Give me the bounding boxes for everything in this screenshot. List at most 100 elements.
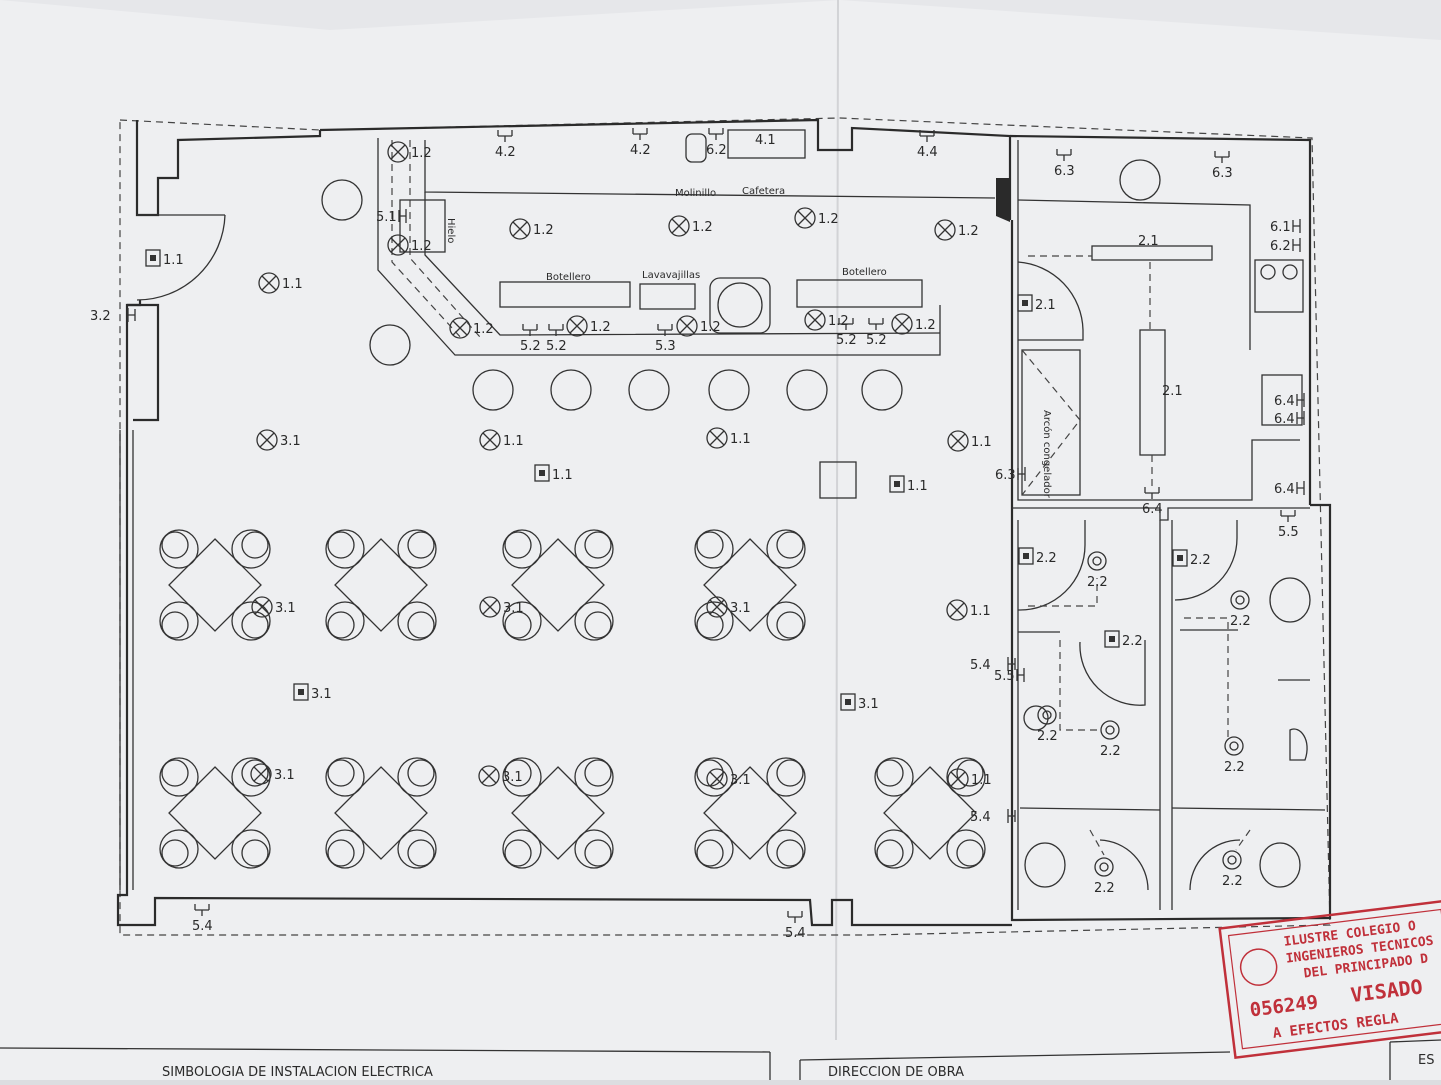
chair-seat	[696, 839, 724, 867]
emergency-light-icon	[1104, 630, 1120, 648]
lamp-icon	[706, 427, 728, 449]
legend-right-title: DIRECCION DE OBRA	[828, 1065, 964, 1080]
chair-seat	[696, 531, 724, 559]
stamp-seal-icon	[1239, 948, 1278, 986]
socket-icon	[632, 128, 648, 140]
lamp-icon	[706, 768, 728, 790]
symbol-label: 3.1	[311, 687, 332, 702]
symbol-label: 6.4	[1274, 394, 1295, 409]
lamp-cross	[569, 318, 585, 334]
botellero-label-2: Botellero	[842, 267, 887, 278]
chair	[766, 829, 806, 869]
chair	[397, 529, 437, 569]
symbol-label: 5.1	[376, 210, 397, 225]
lamp-icon	[566, 315, 588, 337]
emergency-light-icon	[293, 683, 309, 701]
table	[703, 538, 797, 632]
lamp-cross	[950, 771, 966, 787]
symbol-box: 2.1	[1017, 294, 1056, 313]
symbol-outlet: 4.4	[917, 130, 938, 160]
lamp-cross	[253, 766, 269, 782]
emergency-light-core	[298, 689, 304, 695]
chair-seat	[504, 839, 532, 867]
symbol-label: 1.2	[700, 320, 721, 335]
chair	[159, 601, 199, 641]
hielo-label: Hielo	[445, 218, 456, 243]
symbol-outlet: 5.5	[1278, 510, 1299, 540]
symbol-lamp: 1.1	[706, 427, 751, 449]
chair-seat	[241, 531, 269, 559]
socket-icon	[787, 911, 803, 923]
chair	[766, 601, 806, 641]
chair-seat	[161, 611, 189, 639]
chair-seat	[327, 759, 355, 787]
socket-icon	[1296, 411, 1305, 425]
symbol-lamp: 1.2	[934, 219, 979, 241]
symbol-label: 2.1	[1035, 298, 1056, 313]
chair	[874, 829, 914, 869]
lamp-icon	[706, 596, 728, 618]
symbol-label: 1.2	[473, 322, 494, 337]
stamp-inner-frame	[1227, 908, 1441, 1050]
chair	[231, 829, 271, 869]
table	[334, 766, 428, 860]
downlight-icon	[1224, 736, 1244, 756]
table-set	[325, 529, 437, 641]
table-set	[874, 757, 986, 869]
chair-seat	[241, 759, 269, 787]
symbol-label: 1.2	[818, 212, 839, 227]
emergency-light-icon	[889, 475, 905, 493]
symbol-label: 2.2	[1224, 760, 1245, 775]
symbol-label: 1.2	[533, 223, 554, 238]
equipment-label: 2.1	[1162, 384, 1183, 399]
circuit-runs	[1028, 255, 1251, 856]
chair-seat	[584, 611, 612, 639]
chair-seat	[776, 759, 804, 787]
emergency-light-core	[894, 481, 900, 487]
chair	[574, 829, 614, 869]
emergency-light-core	[1022, 300, 1028, 306]
lamp-cross	[709, 771, 725, 787]
arcon-label: Arcón congelador	[1041, 410, 1053, 499]
emergency-light-icon	[534, 464, 550, 482]
lamp-icon	[804, 309, 826, 331]
symbol-lamp: 3.1	[251, 596, 296, 618]
chair-seat	[327, 531, 355, 559]
chair-seat	[407, 611, 435, 639]
chair	[694, 601, 734, 641]
downlight-icon	[1094, 857, 1114, 877]
socket-icon	[1296, 481, 1305, 495]
symbol-lamp: 3.1	[706, 596, 751, 618]
chair-seat	[161, 759, 189, 787]
symbol-label: 1.1	[552, 468, 573, 483]
table-set	[694, 529, 806, 641]
lamp-cross	[894, 316, 910, 332]
chair	[694, 757, 734, 797]
emergency-light-core	[845, 699, 851, 705]
symbol-label: 4.2	[630, 143, 651, 158]
symbol-label: 6.3	[1054, 164, 1075, 179]
equipment-label: 2.1	[1138, 234, 1159, 249]
lamp-icon	[449, 317, 471, 339]
symbol-outlet: 5.2	[866, 318, 887, 348]
symbol-label: 1.1	[503, 434, 524, 449]
symbol-outlet: 6.4	[1142, 487, 1163, 517]
table-set	[502, 757, 614, 869]
symbol-lamp: 3.1	[478, 765, 523, 787]
symbol-label: 6.2	[1270, 239, 1291, 254]
lamp-icon	[934, 219, 956, 241]
chair-seat	[776, 839, 804, 867]
symbol-box: 1.1	[534, 464, 573, 483]
chair	[502, 829, 542, 869]
chair-seat	[241, 611, 269, 639]
table-set	[694, 757, 806, 869]
lamp-cross	[709, 430, 725, 446]
symbol-lamp: 1.1	[258, 272, 303, 294]
symbol-label: 1.2	[411, 146, 432, 161]
lamp-cross	[937, 222, 953, 238]
symbol-label: 5.5	[1278, 525, 1299, 540]
socket-icon	[194, 904, 210, 916]
lamp-icon	[947, 768, 969, 790]
symbol-label: 3.2	[90, 309, 111, 324]
symbol-box: 2.2	[1104, 630, 1143, 649]
